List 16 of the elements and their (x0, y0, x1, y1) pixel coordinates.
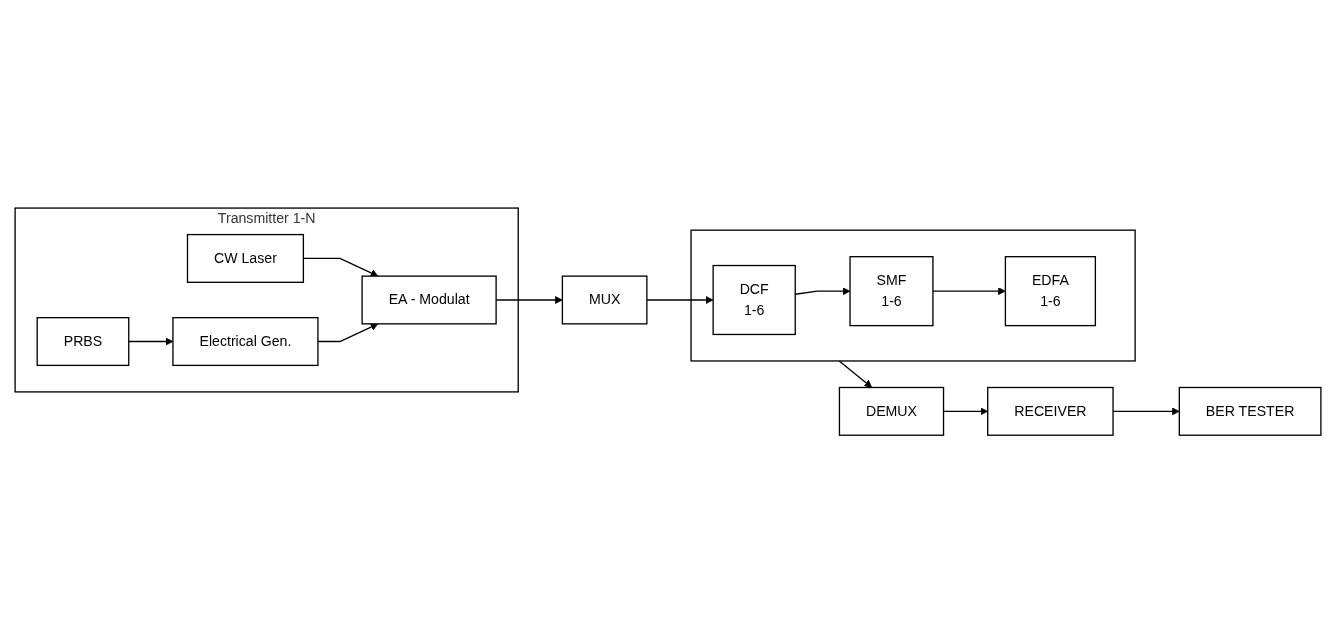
node-box: DCF 1-6 (712, 264, 796, 335)
node-box: MUX (561, 275, 648, 325)
node-box: DEMUX (838, 386, 945, 436)
node-box: RECEIVER (987, 386, 1114, 436)
node-box: PRBS (36, 316, 130, 366)
arrow (646, 295, 714, 304)
arrow (838, 360, 873, 388)
arrow (317, 323, 379, 343)
node-box: EDFA 1-6 (1004, 255, 1097, 327)
node-box: Electrical Gen. (172, 316, 319, 366)
node-box: CW Laser (186, 233, 305, 283)
cluster (690, 229, 1136, 362)
node-box: EA - Modulat (361, 275, 497, 325)
arrow (932, 287, 1006, 295)
node-box: BER TESTER (1178, 386, 1322, 436)
node-box: SMF 1-6 (849, 255, 934, 327)
